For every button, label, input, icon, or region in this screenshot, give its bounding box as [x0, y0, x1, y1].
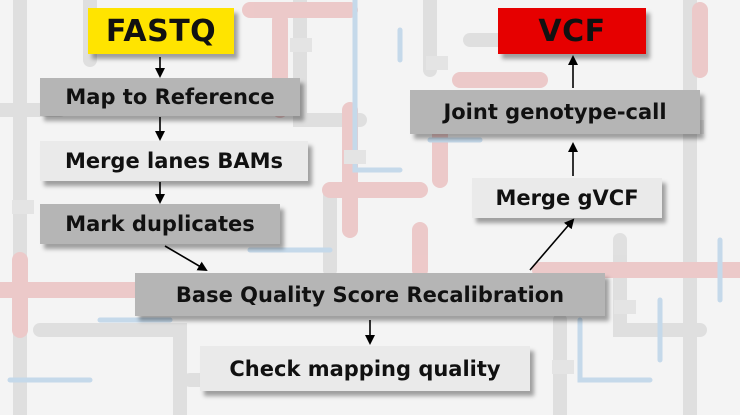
- mark-duplicates-step: Mark duplicates: [40, 204, 280, 244]
- merge-gvcf-step: Merge gVCF: [472, 178, 662, 218]
- map-to-reference-step: Map to Reference: [40, 78, 300, 116]
- fastq-input-box: FASTQ: [88, 8, 234, 54]
- vcf-output-box: VCF: [498, 8, 646, 54]
- merge-lanes-bams-step: Merge lanes BAMs: [40, 141, 308, 181]
- bqsr-step: Base Quality Score Recalibration: [135, 273, 605, 316]
- check-mapping-quality-step: Check mapping quality: [200, 346, 530, 391]
- joint-genotype-call-step: Joint genotype-call: [410, 90, 700, 134]
